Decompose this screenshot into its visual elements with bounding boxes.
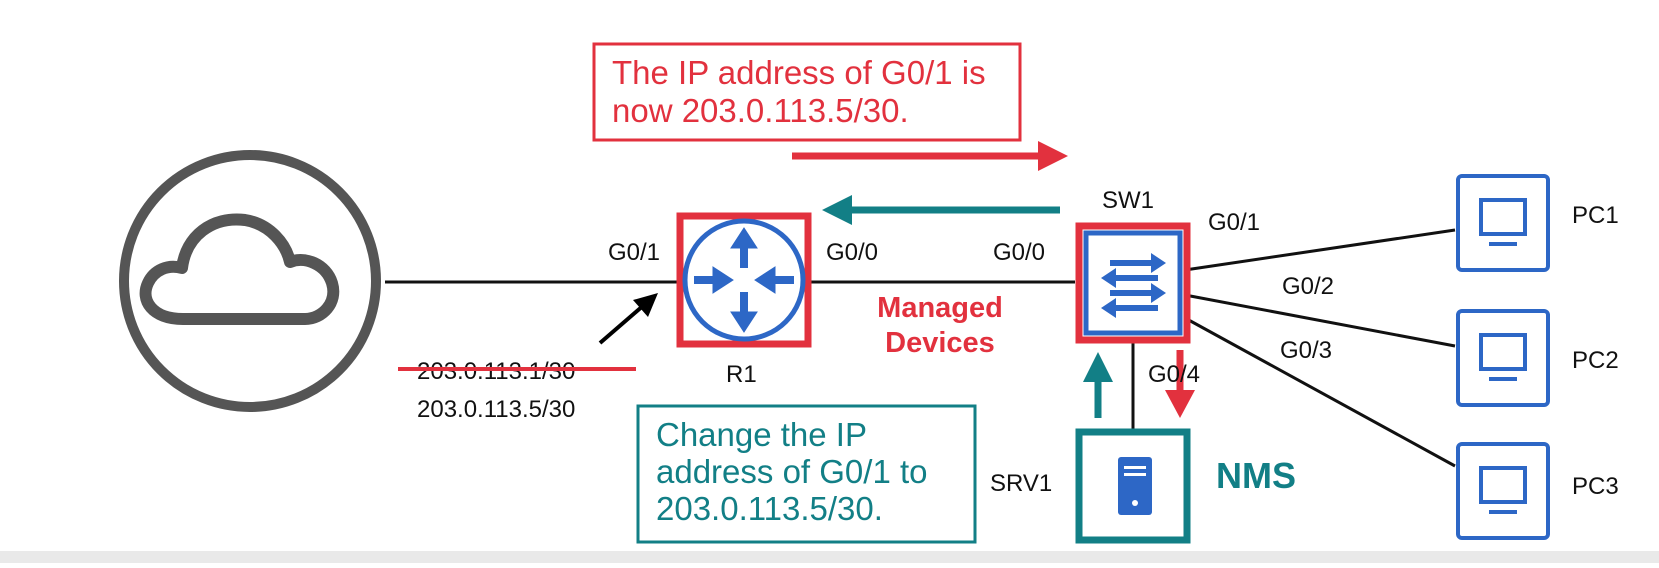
monitor-icon (1479, 333, 1527, 381)
pc1-label: PC1 (1572, 202, 1619, 229)
config-callout: Change the IP address of G0/1 to 203.0.1… (636, 404, 977, 544)
config-arrow (822, 195, 1060, 225)
r1-port-g00-label: G0/0 (826, 239, 878, 266)
internet-cloud (119, 150, 381, 412)
pc3-label: PC3 (1572, 473, 1619, 500)
pc1[interactable] (1456, 174, 1550, 272)
link-sw1-pc1 (1184, 228, 1456, 272)
r1-name-label: R1 (726, 361, 757, 388)
managed-devices-line1: Managed (877, 292, 1003, 324)
sw1-port-g01-label: G0/1 (1208, 209, 1260, 236)
sw1-name-label: SW1 (1102, 187, 1154, 214)
pc3[interactable] (1456, 442, 1550, 540)
labels: G0/1 G0/0 R1 G0/0 SW1 G0/1 G0/2 G0/3 G0/… (417, 187, 1619, 500)
link-sw1-pc2 (1184, 293, 1456, 348)
r1-new-ip: 203.0.113.5/30 (417, 396, 575, 423)
change-text-line1: Change the IP (656, 416, 867, 453)
notify-text-line2: now 203.0.113.5/30. (612, 92, 909, 129)
ip-pointer-arrow (598, 293, 658, 345)
router-icon (694, 227, 794, 333)
monitor-icon (1479, 198, 1527, 246)
sw1-port-g02-label: G0/2 (1282, 273, 1334, 300)
srv1-to-sw1-arrow (1083, 352, 1113, 418)
link-sw1-pc3 (1184, 316, 1456, 468)
sw1-port-g04-label: G0/4 (1148, 361, 1200, 388)
change-text-line2: address of G0/1 to (656, 453, 928, 490)
nms-label: NMS (1216, 455, 1296, 496)
r1-port-g01-label: G0/1 (608, 239, 660, 266)
links (385, 228, 1456, 468)
cloud-icon (139, 213, 340, 325)
srv1-name-label: SRV1 (990, 470, 1052, 497)
server-srv1[interactable] (1075, 428, 1191, 544)
pc2-label: PC2 (1572, 347, 1619, 374)
managed-devices-line2: Devices (885, 327, 995, 359)
sw1-port-g03-label: G0/3 (1280, 337, 1332, 364)
switch-icon (1101, 253, 1166, 318)
change-text-line3: 203.0.113.5/30. (656, 490, 883, 527)
sw1-to-srv1-arrow (1165, 350, 1195, 418)
sw1-port-g00-label: G0/0 (993, 239, 1045, 266)
footer-bar (0, 551, 1659, 563)
server-icon (1118, 457, 1152, 515)
notify-arrow (792, 141, 1068, 171)
pc2[interactable] (1456, 309, 1550, 407)
router-r1[interactable] (676, 212, 812, 348)
monitor-icon (1479, 466, 1527, 514)
notification-callout: The IP address of G0/1 is now 203.0.113.… (592, 42, 1022, 142)
notify-text-line1: The IP address of G0/1 is (612, 54, 986, 91)
r1-old-ip: 203.0.113.1/30 (417, 358, 575, 385)
switch-sw1[interactable] (1075, 222, 1191, 344)
